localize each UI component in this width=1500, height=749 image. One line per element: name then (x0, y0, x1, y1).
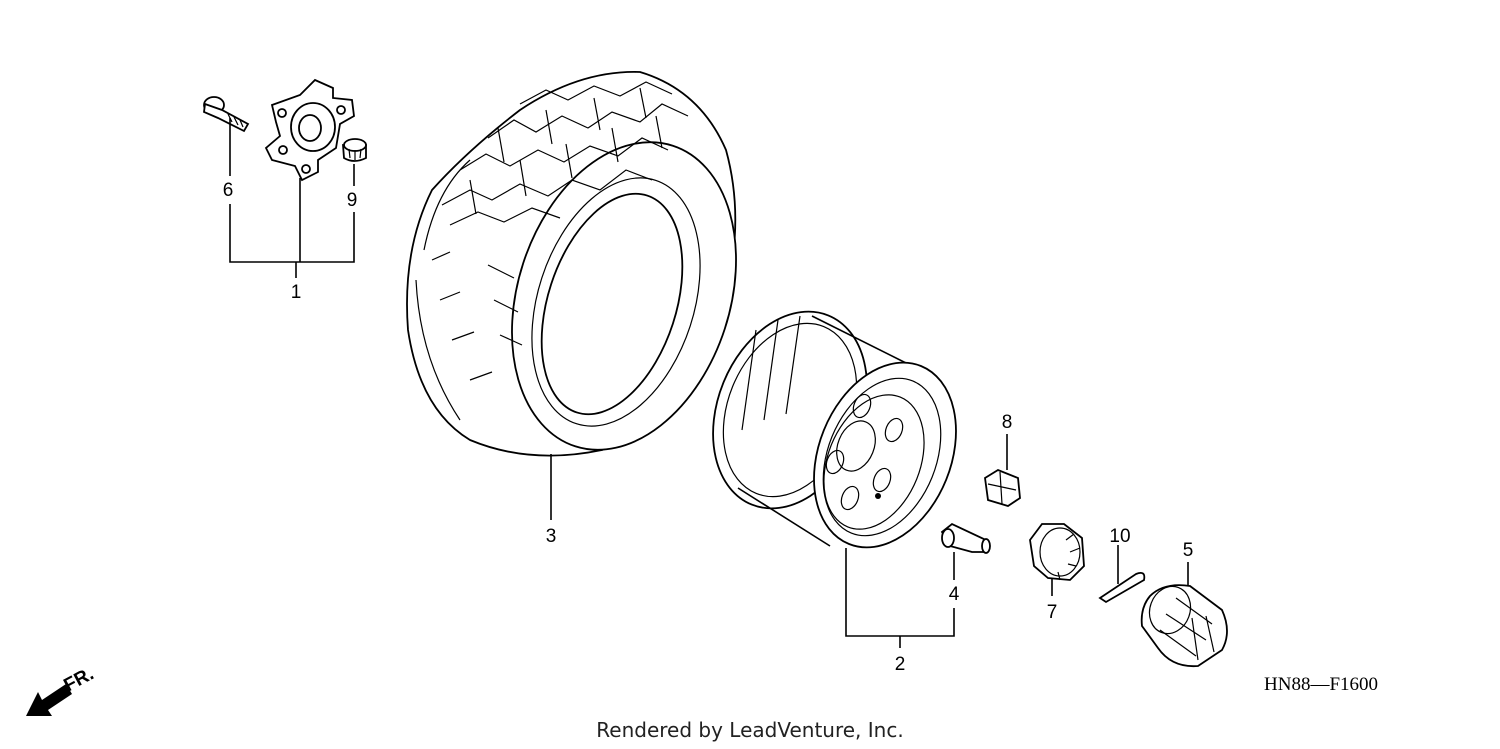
callout-8: 8 (1002, 412, 1013, 433)
callout-2: 2 (895, 654, 906, 675)
callout-5: 5 (1183, 540, 1194, 561)
callout-labels: 1 2 3 4 5 6 7 8 9 10 (223, 180, 1194, 675)
callout-3: 3 (546, 526, 557, 547)
callout-1: 1 (291, 282, 302, 303)
wheel-rim-part[interactable] (685, 288, 982, 568)
valve-stem-part[interactable] (940, 522, 991, 554)
callout-6: 6 (223, 180, 234, 201)
cotter-pin-part[interactable] (1098, 571, 1146, 604)
callout-7: 7 (1047, 602, 1058, 623)
callout-4: 4 (949, 584, 960, 605)
callout-9: 9 (347, 190, 358, 211)
diagram-code: HN88—F1600 (1264, 674, 1378, 695)
tire-part[interactable] (406, 71, 774, 479)
castle-nut-part[interactable] (1029, 523, 1085, 581)
hub-collar-part[interactable] (342, 138, 367, 162)
lug-nut-part[interactable] (984, 468, 1021, 507)
render-credit: Rendered by LeadVenture, Inc. (596, 718, 903, 742)
leader-lines (229, 118, 1189, 648)
front-arrow-icon (26, 684, 72, 716)
hub-cap-part[interactable] (1140, 581, 1228, 668)
callout-10: 10 (1109, 526, 1130, 547)
wheel-hub-part[interactable] (264, 78, 355, 182)
front-direction-indicator: FR. (26, 664, 97, 716)
hub-bolt-part[interactable] (203, 96, 250, 133)
